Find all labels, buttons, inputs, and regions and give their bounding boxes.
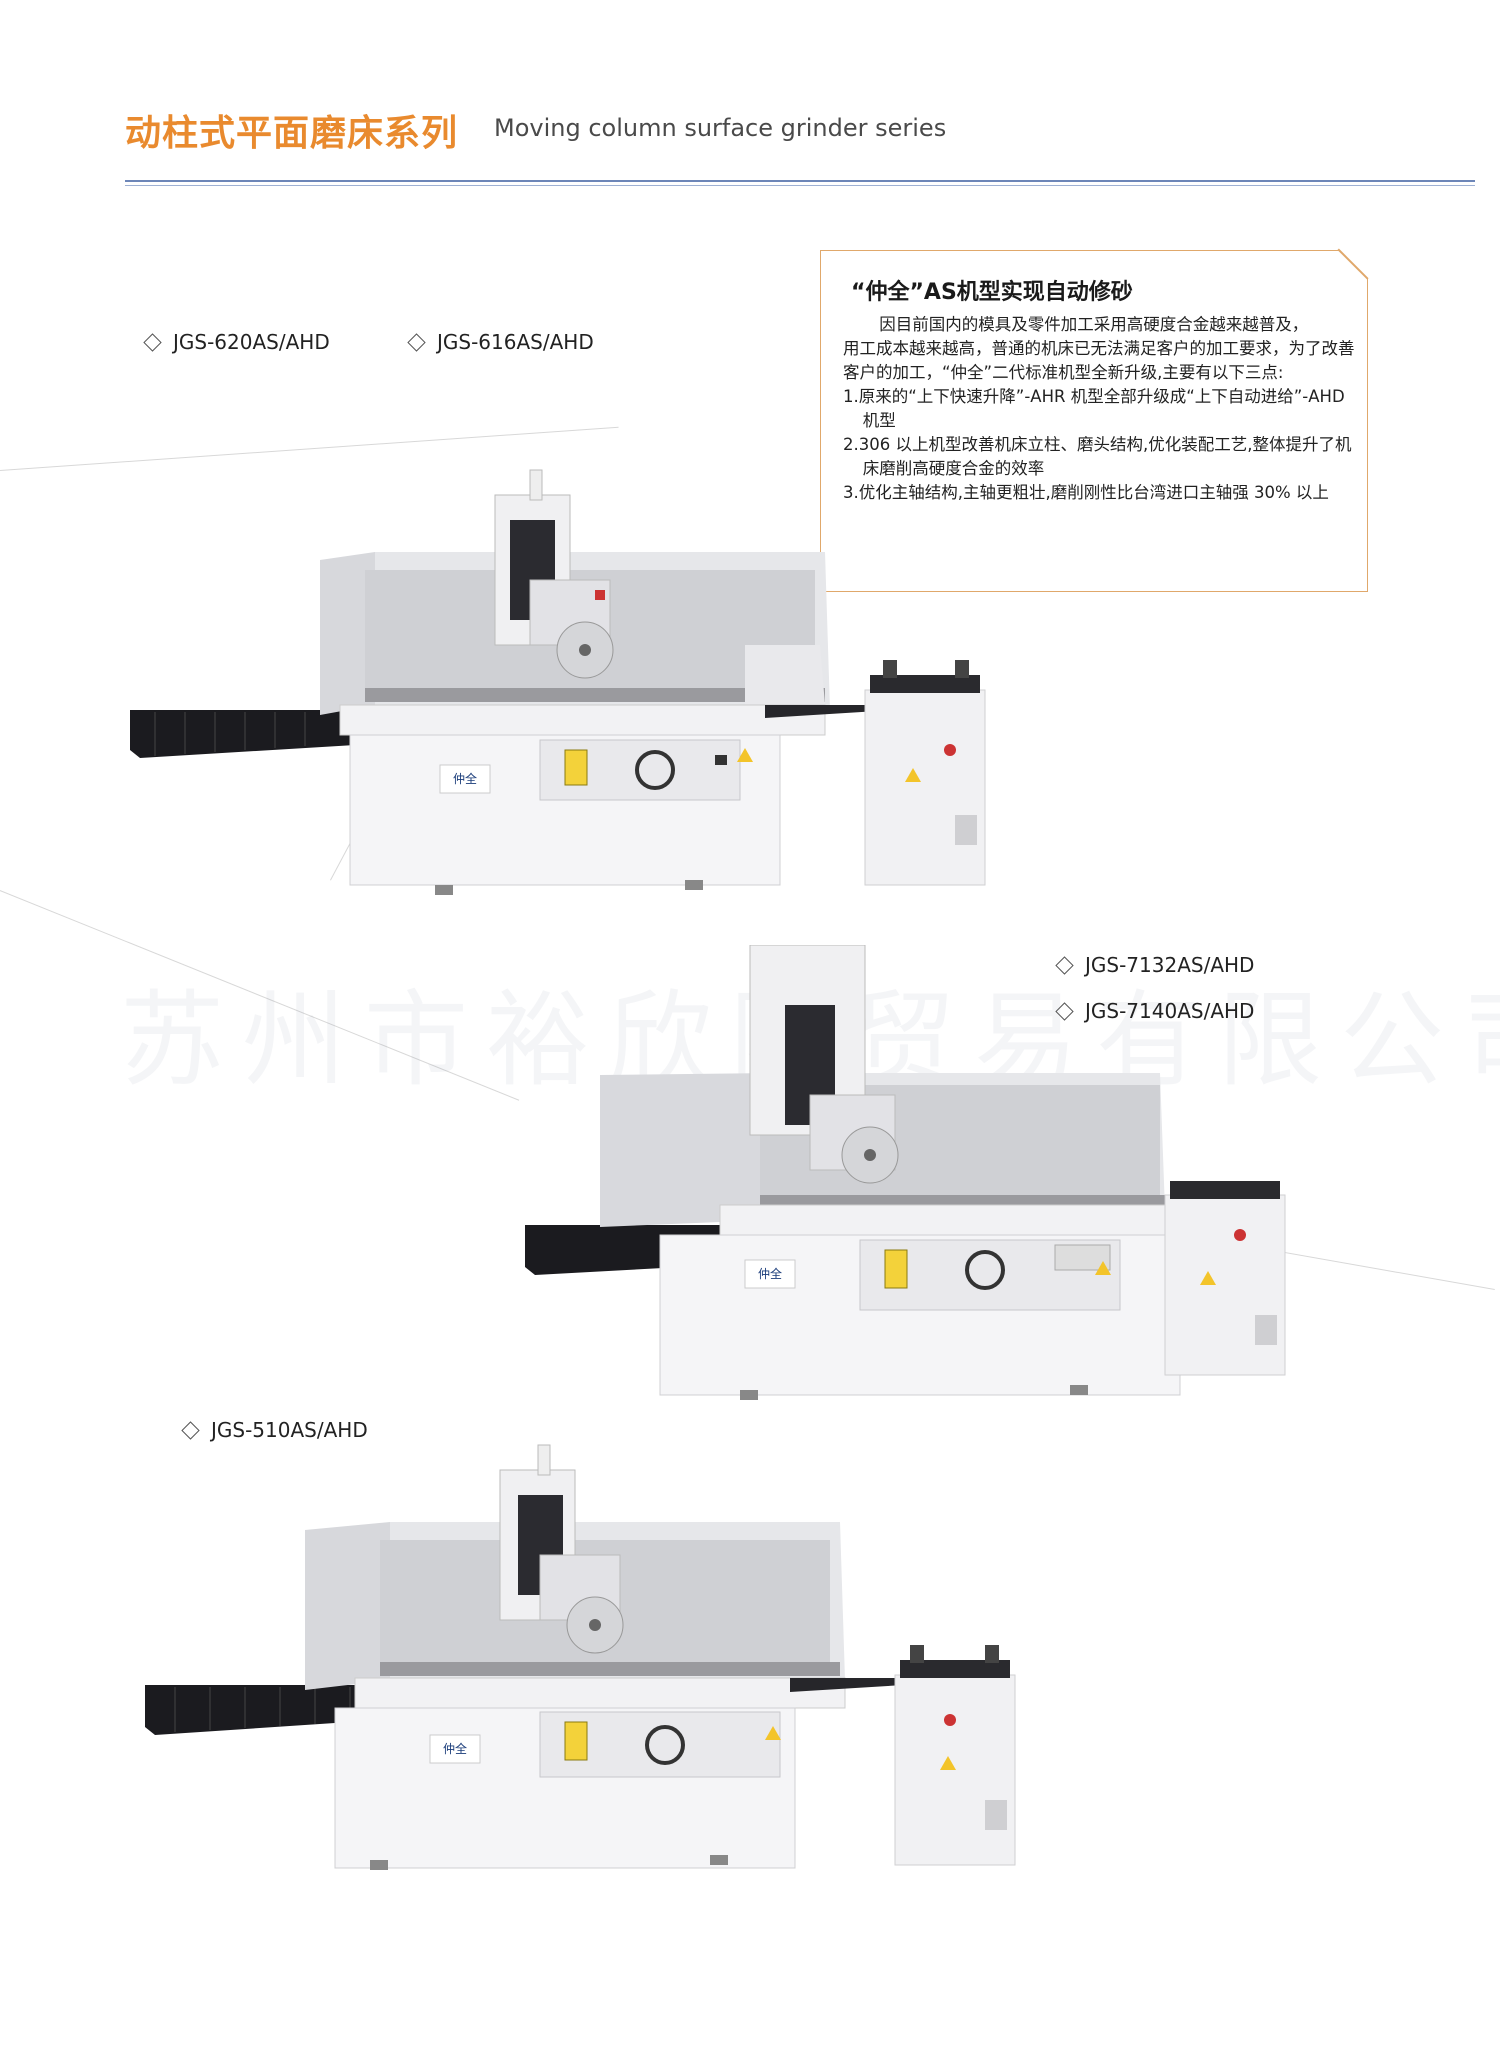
header-rule-thin xyxy=(125,185,1475,186)
model-label-text: JGS-7140AS/AHD xyxy=(1085,999,1255,1023)
note-item: 1.原来的“上下快速升降”-AHR 机型全部升级成“上下自动进给”-AHD 机型 xyxy=(843,387,1345,430)
model-label: JGS-620AS/AHD xyxy=(143,330,330,354)
note-paragraph: 用工成本越来越高，普通的机床已无法满足客户的加工要求，为了改善客户的加工，“仲全… xyxy=(843,339,1355,382)
brand-badge-text: 仲全 xyxy=(443,1741,467,1756)
brand-badge-text: 仲全 xyxy=(453,771,477,786)
diamond-bullet-icon xyxy=(143,332,162,352)
model-label-text: JGS-616AS/AHD xyxy=(437,330,594,354)
model-label-text: JGS-510AS/AHD xyxy=(211,1418,368,1442)
note-title: “仲全”AS机型实现自动修砂 xyxy=(851,280,1133,305)
page-title-cn: 动柱式平面磨床系列 xyxy=(125,113,459,154)
model-label: JGS-510AS/AHD xyxy=(181,1418,368,1442)
page-title-en: Moving column surface grinder series xyxy=(494,114,947,142)
header-rule xyxy=(125,180,1475,182)
grinder-machine-image: 仲全 xyxy=(130,469,986,895)
brand-badge-text: 仲全 xyxy=(758,1266,782,1281)
note-item: 3.优化主轴结构,主轴更粗壮,磨削刚性比台湾进口主轴强 30% 以上 xyxy=(843,483,1329,502)
note-body: 因目前国内的模具及零件加工采用高硬度合金越来越普及， 用工成本越来越高，普通的机… xyxy=(843,313,1363,505)
model-label: JGS-7132AS/AHD xyxy=(1055,953,1255,977)
note-item: 2.306 以上机型改善机床立柱、磨头结构,优化装配工艺,整体提升了机床磨削高硬… xyxy=(843,435,1352,478)
model-label-text: JGS-7132AS/AHD xyxy=(1085,953,1255,977)
diamond-bullet-icon xyxy=(407,332,426,352)
diamond-bullet-icon xyxy=(181,1420,200,1440)
note-paragraph: 因目前国内的模具及零件加工采用高硬度合金越来越普及， xyxy=(879,315,1309,334)
feature-note-box: “仲全”AS机型实现自动修砂 因目前国内的模具及零件加工采用高硬度合金越来越普及… xyxy=(820,248,1369,592)
grinder-machine-image: 仲全 xyxy=(525,945,1286,1400)
model-label: JGS-7140AS/AHD xyxy=(1055,999,1255,1023)
grinder-machine-image: 仲全 xyxy=(145,1444,1016,1870)
model-label-text: JGS-620AS/AHD xyxy=(173,330,330,354)
model-label: JGS-616AS/AHD xyxy=(407,330,594,354)
